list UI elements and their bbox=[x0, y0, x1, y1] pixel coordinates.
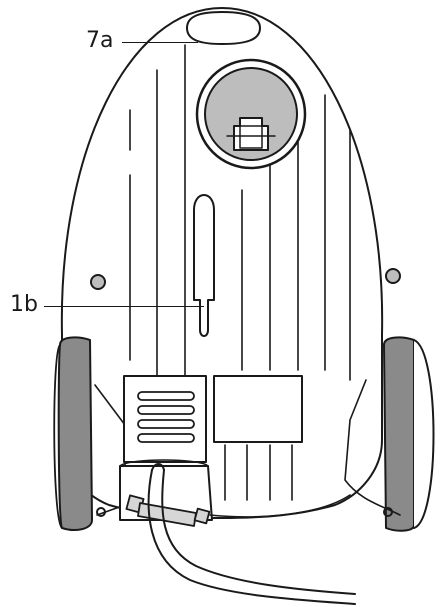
right-screw-hole bbox=[385, 268, 401, 284]
callout-leader-1b bbox=[44, 306, 204, 307]
callout-leader-7a bbox=[122, 42, 198, 43]
carry-handle bbox=[186, 11, 261, 45]
accessory-slot bbox=[193, 194, 215, 337]
rating-plate bbox=[213, 375, 303, 443]
cord-plug-connector bbox=[125, 494, 211, 527]
power-cord bbox=[147, 469, 356, 605]
vent-grille-panel bbox=[123, 375, 207, 463]
left-screw-hole bbox=[90, 274, 106, 290]
body-ribs bbox=[129, 44, 351, 501]
left-wheel bbox=[57, 336, 93, 531]
callout-label-1b: 1b bbox=[10, 292, 38, 317]
hose-socket-inner bbox=[204, 67, 298, 161]
callout-label-7a: 7a bbox=[86, 28, 114, 53]
vent-grille-slots bbox=[137, 391, 195, 443]
right-wheel bbox=[383, 336, 415, 532]
hose-socket-latch bbox=[233, 117, 269, 151]
